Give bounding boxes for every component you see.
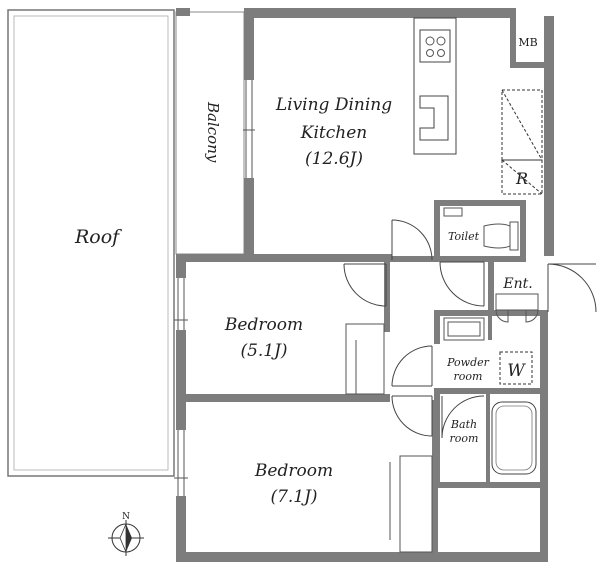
- balcony-area: [175, 11, 245, 255]
- entrance-label: Ent.: [502, 276, 532, 292]
- burner-icon: [425, 36, 435, 46]
- wall-ldk-left-top: [244, 8, 254, 80]
- mb-label: MB: [518, 36, 537, 49]
- closet-bedroom2: [389, 455, 433, 553]
- wall-left-upper: [176, 256, 186, 278]
- wall-toilet-top: [434, 200, 524, 206]
- wall-powder-left: [434, 310, 440, 344]
- bedroom2-size: (7.1J): [270, 487, 317, 507]
- window-bedroom2: [174, 430, 188, 496]
- ldk-size: (12.6J): [305, 149, 363, 169]
- wall-left-mid: [176, 330, 186, 430]
- shoe-cabinet: [495, 293, 539, 323]
- compass-icon: [108, 520, 144, 556]
- washer-zone: [499, 351, 533, 385]
- wall-toilet-bottom: [390, 256, 526, 262]
- door-bedroom1: [343, 263, 387, 307]
- bedroom1-size: (5.1J): [240, 341, 287, 361]
- wall-bath-div: [486, 394, 490, 488]
- wall-bath-bottom: [434, 482, 548, 488]
- ldk-label-line1: Living Dining: [275, 95, 392, 115]
- roof-inner-line: [13, 15, 169, 471]
- wall-bed1-bed2: [176, 394, 390, 402]
- toilet-fixture: [443, 207, 519, 251]
- door-bath: [441, 395, 485, 439]
- door-bedroom2: [391, 395, 433, 437]
- closet-bedroom1: [345, 323, 385, 395]
- sink: [419, 95, 449, 141]
- bedroom1-label: Bedroom: [224, 315, 303, 335]
- washer-symbol: W: [507, 361, 526, 381]
- wall-powder-bottom: [434, 388, 548, 394]
- wall-bottom: [176, 552, 548, 562]
- wall-mb-bottom: [510, 62, 552, 68]
- door-ldk-hall: [391, 219, 433, 261]
- bathtub-inner: [495, 405, 533, 471]
- wall-top: [244, 8, 512, 18]
- washbasin: [443, 317, 485, 341]
- balcony-label: Balcony: [204, 101, 222, 163]
- wall-left-lower: [176, 496, 186, 562]
- refrigerator-zone: [501, 89, 543, 195]
- burner-icon: [437, 49, 445, 57]
- wall-right: [544, 16, 554, 256]
- burner-icon: [436, 36, 446, 46]
- roof-area: [7, 9, 175, 477]
- stove: [419, 29, 451, 63]
- wall-bed1-closet: [384, 262, 390, 332]
- burner-icon: [426, 49, 434, 57]
- powder-label-line1: Powder: [446, 356, 490, 369]
- door-entrance: [547, 263, 597, 313]
- wall-bath-left: [434, 388, 440, 488]
- wall-ent-left: [488, 256, 494, 312]
- refrigerator-symbol: R: [515, 169, 528, 188]
- door-toilet: [439, 261, 485, 307]
- wall-powder-div: [488, 312, 492, 340]
- compass-north-label: N: [122, 512, 130, 522]
- wall-toilet-left: [434, 200, 440, 258]
- bath-label-line1: Bath: [450, 418, 477, 431]
- bathtub: [491, 401, 537, 475]
- roof-label: Roof: [74, 226, 122, 248]
- bedroom2-label: Bedroom: [254, 461, 333, 481]
- window-ldk: [243, 80, 255, 178]
- wall-right-lower: [540, 310, 548, 562]
- wall-corner-tl: [176, 8, 190, 16]
- wall-mb-left: [510, 8, 516, 66]
- wall-ldk-bed1: [176, 254, 392, 262]
- ldk-label-line2: Kitchen: [300, 123, 367, 143]
- wall-toilet-right: [520, 200, 526, 260]
- bath-label-line2: room: [450, 432, 479, 445]
- door-powder-hall: [391, 345, 433, 387]
- wall-ldk-left-bottom: [244, 178, 254, 262]
- toilet-label: Toilet: [448, 230, 480, 243]
- window-bedroom1: [174, 278, 188, 330]
- powder-label-line2: room: [454, 370, 483, 383]
